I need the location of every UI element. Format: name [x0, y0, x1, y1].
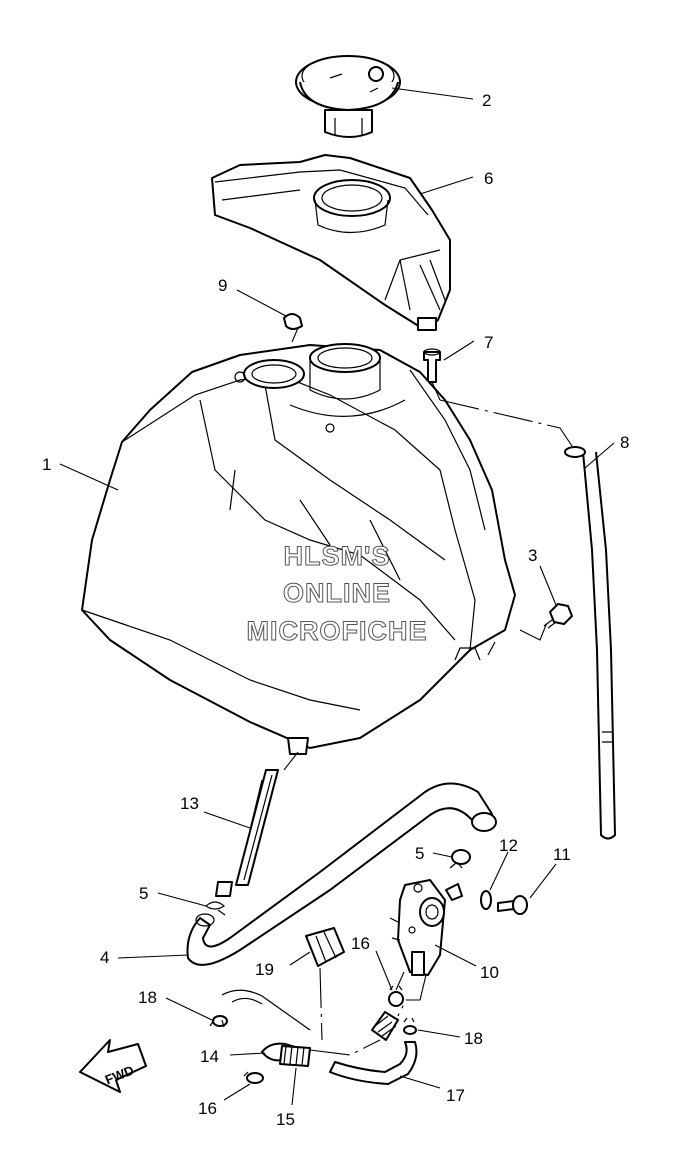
callout-18-right: 18 — [464, 1029, 483, 1048]
hose-clip-upper — [449, 849, 471, 869]
callout-5-lower: 5 — [139, 884, 148, 903]
callout-10: 10 — [480, 963, 499, 982]
forward-arrow-icon: FWD — [79, 1039, 147, 1093]
cock-screw — [445, 883, 463, 901]
callout-12: 12 — [499, 836, 518, 855]
callout-16-lower: 16 — [198, 1099, 217, 1118]
breather-hose — [564, 446, 616, 840]
callout-11: 11 — [553, 845, 571, 864]
callout-18-left: 18 — [138, 988, 157, 1007]
drain-hose — [329, 1041, 418, 1085]
watermark-line-2: ONLINE — [283, 578, 391, 608]
callout-7: 7 — [484, 333, 493, 352]
clip-18-left — [209, 1015, 228, 1028]
callout-19: 19 — [255, 960, 274, 979]
clip-18-right — [403, 1017, 417, 1035]
callout-3: 3 — [528, 546, 537, 565]
damper — [305, 927, 345, 967]
clip-16-lower — [243, 1071, 264, 1084]
protector-spring — [279, 1045, 311, 1067]
watermark-line-3: MICROFICHE — [247, 616, 428, 646]
fuel-cap — [295, 55, 401, 138]
fuel-cock — [389, 879, 446, 976]
tank-cover — [211, 154, 451, 331]
callout-17: 17 — [446, 1086, 465, 1105]
watermark-line-1: HLSM'S — [284, 541, 391, 571]
callout-2: 2 — [482, 91, 491, 110]
callout-5-upper: 5 — [415, 844, 424, 863]
fuel-strainer — [215, 769, 279, 897]
callout-15: 15 — [276, 1110, 295, 1129]
callout-16-upper: 16 — [351, 934, 370, 953]
callout-labels: 2 6 9 7 1 8 3 13 5 12 11 5 16 4 19 10 18… — [42, 91, 629, 1129]
callout-8: 8 — [620, 433, 629, 452]
callout-6: 6 — [484, 169, 493, 188]
clip-16-upper — [388, 985, 404, 1007]
callout-14: 14 — [200, 1047, 219, 1066]
callout-13: 13 — [180, 794, 199, 813]
spring-upper — [371, 1011, 399, 1041]
leader-lines — [59, 87, 615, 1106]
watermark: HLSM'S ONLINE MICROFICHE — [246, 541, 428, 647]
bolt — [543, 603, 573, 629]
fuel-tank — [81, 343, 516, 755]
assembly-lines — [283, 327, 573, 1041]
callout-9: 9 — [218, 276, 227, 295]
grommet — [283, 313, 303, 330]
hose-clip — [205, 901, 226, 916]
callout-1: 1 — [42, 455, 51, 474]
screw — [497, 895, 528, 915]
fuel-hose — [186, 782, 497, 966]
vent-joint — [423, 348, 441, 383]
callout-4: 4 — [100, 948, 109, 967]
gasket — [480, 890, 492, 910]
